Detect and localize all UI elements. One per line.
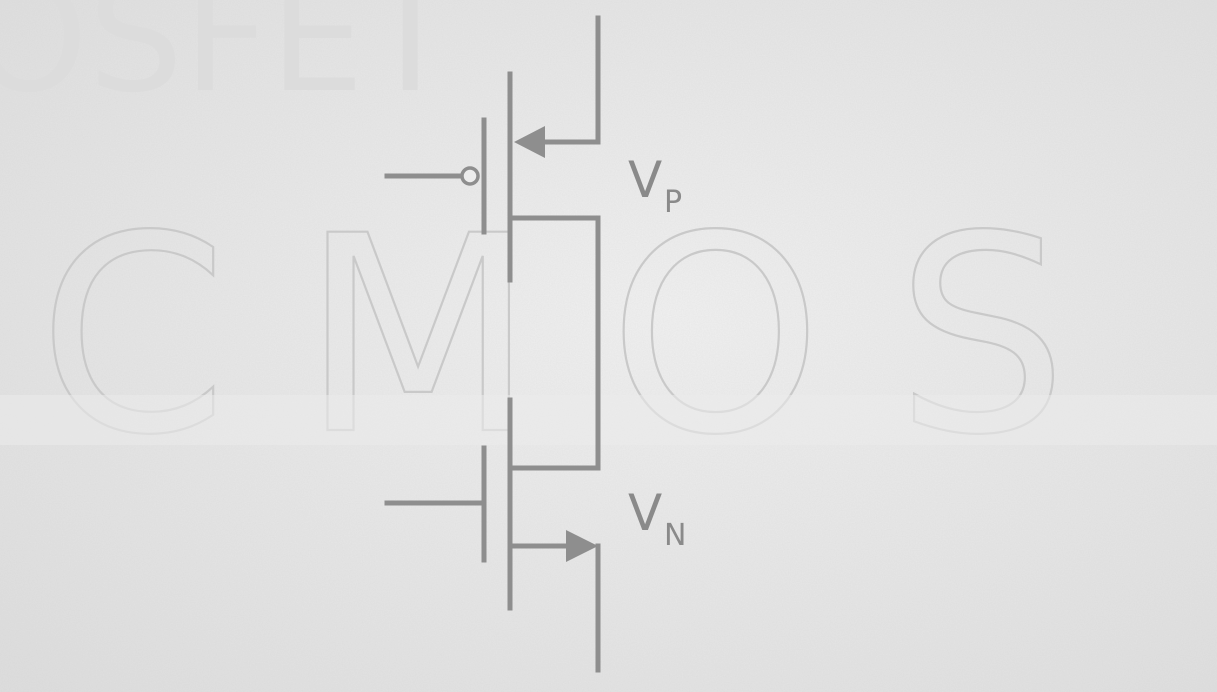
vp-label-main: V [628, 151, 662, 209]
background-cmos-watermark: CMOS [0, 178, 1217, 496]
drain-connection [507, 215, 601, 471]
vp-label-sub: P [664, 185, 682, 220]
background-text-cmos: CMOS [38, 179, 1068, 495]
nmos-transistor [384, 397, 601, 673]
vn-label: V N [628, 484, 686, 553]
nmos-arrow-icon [566, 530, 598, 562]
vn-label-main: V [628, 484, 662, 542]
drain-output-wire [507, 215, 601, 471]
vn-label-sub: N [664, 518, 686, 553]
pmos-transistor [384, 15, 601, 283]
pmos-arrow-icon [514, 126, 545, 158]
vp-label: V P [628, 151, 682, 220]
pmos-gate-bubble-icon [460, 166, 480, 186]
background-text-top: OSFET [0, 0, 457, 126]
